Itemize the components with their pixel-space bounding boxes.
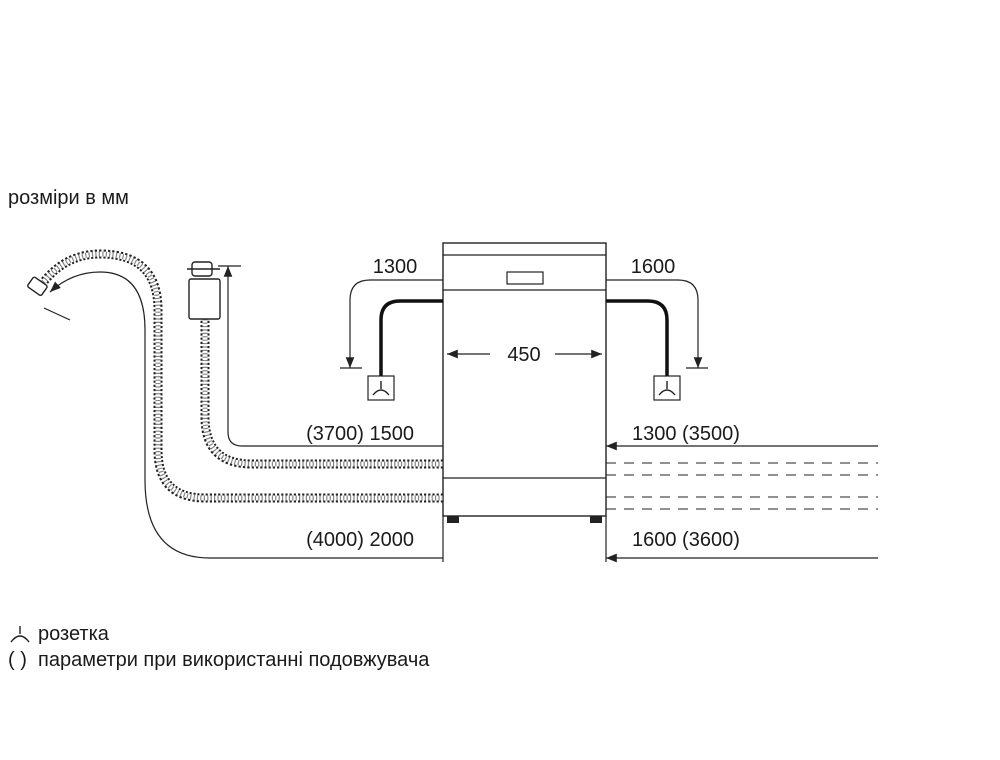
socket-symbol-icon: [367, 375, 395, 401]
width-dimension: 450: [447, 344, 602, 366]
left-bottom-label: (4000) 2000: [306, 529, 414, 551]
right-power-cable: 1600: [606, 256, 708, 376]
width-label: 450: [507, 344, 540, 366]
unit-caption: розміри в мм: [8, 187, 129, 209]
right-top-label: 1600: [631, 256, 676, 278]
left-power-cable: 1300: [340, 256, 443, 376]
left-mid-label: (3700) 1500: [306, 423, 414, 445]
right-bottom-label: 1600 (3600): [632, 529, 740, 551]
legend-extension-label: параметри при використанні подовжувача: [38, 649, 430, 671]
dishwasher-front: [442, 242, 607, 523]
drain-hose: (4000) 2000: [27, 249, 443, 559]
left-top-label: 1300: [373, 256, 418, 278]
right-dimensions: 1300 (3500) 1600 (3600): [606, 423, 878, 563]
water-inlet-hose: (3700) 1500: [187, 261, 443, 469]
legend-extension-symbol: ( ): [8, 649, 27, 671]
socket-legend-icon: [10, 626, 30, 643]
socket-symbol-icon: [653, 375, 681, 401]
right-mid-label: 1300 (3500): [632, 423, 740, 445]
legend-socket-label: розетка: [38, 623, 110, 645]
legend: розетка ( ) параметри при використанні п…: [8, 623, 430, 671]
